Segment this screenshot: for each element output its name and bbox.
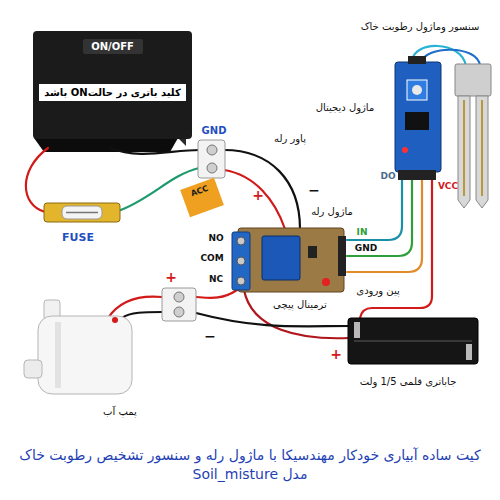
sticker-note: کلید باتری در حالتON باشد [39, 84, 186, 101]
part-label: پاور رله [274, 133, 306, 145]
part-label: ترمینال پیچی [273, 299, 327, 311]
polarity-mark: − [308, 182, 320, 198]
water-pump [24, 300, 132, 394]
polarity-mark: + [165, 269, 177, 285]
battery-box: ON/OFF کلید باتری در حالتON باشد [33, 31, 192, 139]
acc-tag: ACC [180, 178, 224, 218]
pin-label: GND [202, 125, 227, 137]
relay-module [232, 228, 346, 292]
screw-terminal [162, 288, 196, 321]
pin-label: GND [355, 243, 377, 253]
polarity-mark: + [330, 346, 342, 362]
fuse-holder [44, 203, 120, 222]
part-label: پین ورودی [356, 285, 399, 297]
caption: کیت ساده آبیاری خودکار مهندسیکا با ماژول… [15, 446, 485, 484]
screw-terminal [198, 140, 225, 178]
pin-label: FUSE [62, 232, 94, 245]
switch-label: ON/OFF [83, 39, 143, 54]
part-label: جاباتری قلمی 1/5 ولت [360, 376, 457, 388]
part-label: پمپ آب [103, 406, 137, 418]
pin-label: IN [357, 227, 368, 237]
wires [26, 46, 480, 338]
pin-label: NC [209, 274, 223, 284]
pin-label: COM [200, 253, 223, 263]
soil-probe [455, 64, 491, 208]
digital-module [395, 56, 441, 180]
part-label: سنسور وماژول رطوبت خاک [361, 21, 480, 33]
polarity-mark: − [204, 328, 216, 344]
part-label: ماژول رله [311, 206, 353, 218]
pin-label: VCC [438, 181, 458, 191]
polarity-mark: + [252, 187, 264, 203]
pin-label: DO [380, 171, 395, 181]
part-label: ماژول دیجیتال [316, 102, 375, 114]
tag-label: ACC [180, 178, 219, 204]
pin-label: NO [208, 233, 223, 243]
battery-holder [348, 318, 478, 364]
